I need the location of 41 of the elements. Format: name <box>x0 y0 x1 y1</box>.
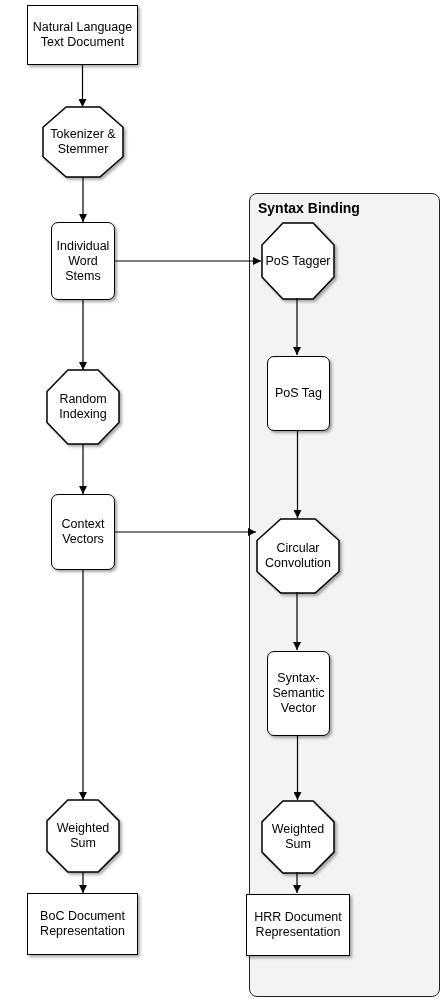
node-label: Natural Language Text Document <box>31 20 134 50</box>
process-octagon <box>257 519 339 593</box>
node-label: Syntax-Semantic Vector <box>271 671 326 716</box>
arrow <box>293 429 302 519</box>
node-label: Context Vectors <box>60 517 106 547</box>
arrow <box>293 734 302 801</box>
document-box <box>246 894 350 956</box>
data-box <box>267 651 330 736</box>
arrow <box>114 257 262 265</box>
arrow <box>293 591 301 651</box>
node-label: Random Indexing <box>58 392 108 422</box>
node-label: Individual Word Stems <box>55 238 111 284</box>
node-label: Weighted Sum <box>55 821 111 851</box>
process-octagon <box>47 370 119 444</box>
process-octagon <box>262 801 334 873</box>
node-label: Weighted Sum <box>270 822 326 852</box>
process-octagon <box>262 223 334 299</box>
node-label: Circular Convolution <box>264 541 332 571</box>
process-octagon <box>43 107 123 177</box>
arrow <box>114 528 257 536</box>
node-label: BoC Document Representation <box>39 909 126 939</box>
document-box <box>27 893 138 955</box>
arrow <box>79 871 87 894</box>
arrow <box>293 871 301 894</box>
node-label: Tokenizer & Stemmer <box>49 127 117 157</box>
arrow <box>79 569 87 801</box>
data-box <box>51 494 115 570</box>
document-box <box>27 5 138 65</box>
group-heading: Syntax Binding <box>258 200 360 217</box>
arrow <box>79 443 87 495</box>
group-panel <box>249 193 440 997</box>
node-label: PoS Tagger <box>264 253 332 269</box>
data-box <box>267 356 330 431</box>
arrow <box>293 297 301 356</box>
node-label: HRR Document Representation <box>253 910 343 940</box>
arrow <box>79 176 87 223</box>
node-label: PoS Tag <box>274 386 323 401</box>
arrow <box>78 64 87 108</box>
data-box <box>51 222 115 300</box>
process-octagon <box>47 800 119 872</box>
arrow <box>79 299 87 371</box>
